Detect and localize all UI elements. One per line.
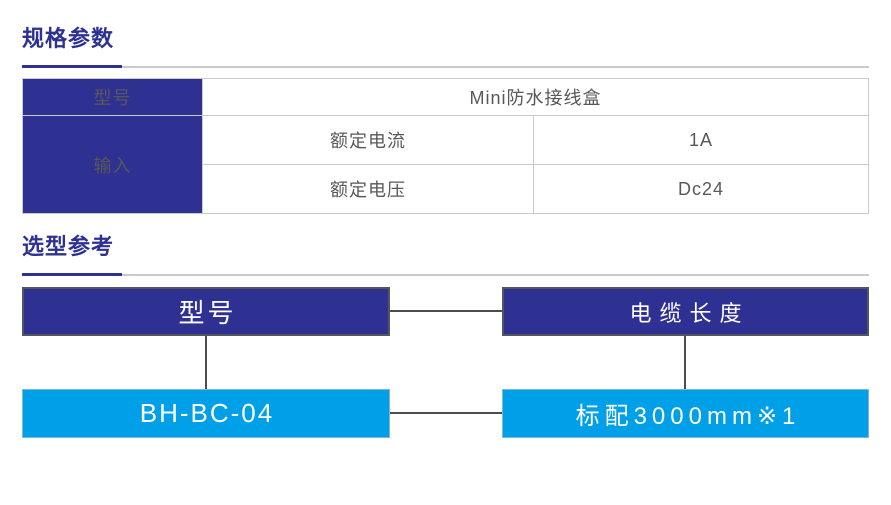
connector-vertical-right [684,336,686,389]
spec-section-heading: 规格参数 [22,26,115,51]
table-row-current: 输入 额定电流 1A [22,115,869,214]
model-value-cell: Mini防水接线盒 [202,78,869,116]
table-row-model: 型号 Mini防水接线盒 [22,78,869,116]
param-value-cell: 1A [533,115,869,165]
spec-heading-rule [22,65,869,68]
diagram-cable-value-box: 标配3000mm※1 [502,389,869,438]
diagram-model-header-box: 型号 [22,287,390,336]
rule-accent-bar [22,273,122,276]
diagram-cable-header-box: 电缆长度 [502,287,869,336]
rule-gray-line [122,273,869,276]
param-name-cell: 额定电流 [202,115,534,165]
selection-diagram: 型号 电缆长度 BH-BC-04 标配3000mm※1 [22,287,869,438]
diagram-model-value-box: BH-BC-04 [22,389,390,438]
rule-accent-bar [22,65,122,68]
connector-vertical-left [205,336,207,389]
spec-table: 型号 Mini防水接线盒 输入 额定电流 1A 额定电压 Dc24 [22,78,869,214]
table-row-voltage: 额定电压 Dc24 [23,164,869,214]
rule-gray-line [122,65,869,68]
selection-section-heading: 选型参考 [22,234,115,259]
param-value-cell: Dc24 [533,164,869,214]
model-label-cell: 型号 [22,78,203,116]
param-name-cell: 额定电压 [202,164,534,214]
selection-heading-rule [22,273,869,276]
connector-horizontal-top [390,310,502,312]
connector-horizontal-bottom [390,412,502,414]
input-label-cell: 输入 [22,115,203,214]
